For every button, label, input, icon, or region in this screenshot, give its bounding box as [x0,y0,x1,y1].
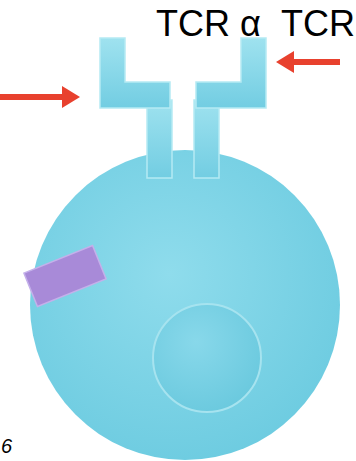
tcr-beta-chain [196,38,266,108]
tcr-alpha-chain [100,38,170,108]
tcr-transmembrane [194,100,219,178]
pointer-arrow [0,94,64,100]
surface-marker [24,245,106,306]
chain-label: TCR [281,6,355,42]
cell-body [30,150,340,460]
chain-label: TCR α [156,6,261,42]
nucleus [153,304,261,412]
page-number: 6 [1,436,12,456]
pointer-arrow [292,59,340,65]
tcr-transmembrane [147,100,172,178]
arrow-head [276,51,294,73]
arrow-head [62,86,80,108]
